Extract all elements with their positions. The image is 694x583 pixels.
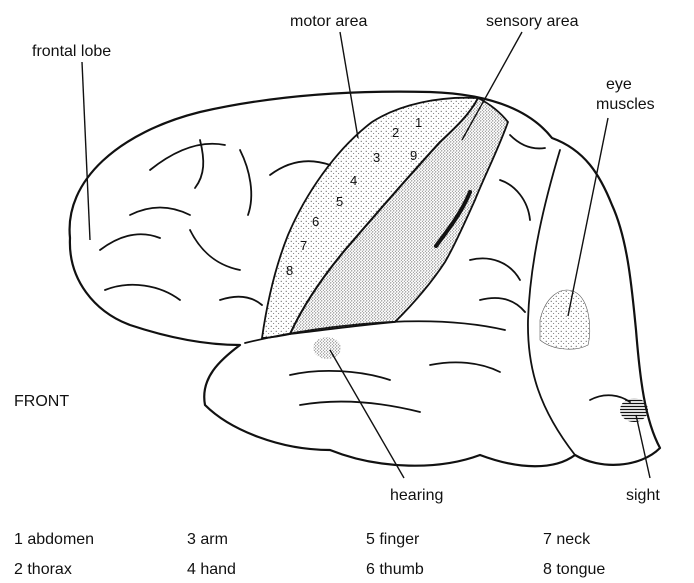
legend-part: hand — [200, 561, 236, 578]
legend-part: thorax — [27, 561, 71, 578]
legend-item-6: 6 thumb — [366, 560, 424, 580]
sight-leader — [636, 415, 650, 478]
frontal-lobe-leader — [82, 62, 90, 240]
legend-part: arm — [200, 531, 228, 548]
legend-number: 5 — [366, 531, 375, 548]
eye-muscles-region — [540, 290, 590, 349]
motor-number-2: 2 — [392, 125, 399, 140]
motor-area-label: motor area — [290, 13, 367, 30]
legend-number: 6 — [366, 561, 375, 578]
motor-number-7: 7 — [300, 238, 307, 253]
hearing-region — [313, 337, 341, 359]
legend-part: abdomen — [27, 531, 94, 548]
frontal-lobe-label: frontal lobe — [32, 43, 111, 60]
motor-area-leader — [340, 32, 358, 138]
hearing-label: hearing — [390, 487, 443, 504]
legend-number: 1 — [14, 531, 23, 548]
sight-label: sight — [626, 487, 660, 504]
legend-item-7: 7 neck — [543, 530, 590, 550]
legend-number: 7 — [543, 531, 552, 548]
brain-diagram: 1 2 3 4 5 6 7 8 9 frontal lobe motor are… — [0, 0, 694, 518]
motor-number-6: 6 — [312, 214, 319, 229]
legend: 1 abdomen 2 thorax 3 arm 4 hand 5 finger… — [0, 518, 694, 582]
eye-muscles-label-line2: muscles — [596, 96, 655, 113]
motor-number-8: 8 — [286, 263, 293, 278]
front-label: FRONT — [14, 393, 69, 410]
motor-number-3: 3 — [373, 150, 380, 165]
motor-number-1: 1 — [415, 115, 422, 130]
legend-part: thumb — [379, 561, 423, 578]
legend-part: tongue — [556, 561, 605, 578]
legend-item-4: 4 hand — [187, 560, 236, 580]
legend-item-3: 3 arm — [187, 530, 228, 550]
motor-number-5: 5 — [336, 194, 343, 209]
legend-number: 3 — [187, 531, 196, 548]
sensory-area-label: sensory area — [486, 13, 579, 30]
hearing-leader — [330, 350, 404, 478]
sight-region — [620, 398, 648, 422]
legend-part: neck — [556, 531, 590, 548]
legend-item-5: 5 finger — [366, 530, 419, 550]
motor-number-4: 4 — [350, 173, 357, 188]
legend-item-8: 8 tongue — [543, 560, 605, 580]
legend-part: finger — [379, 531, 419, 548]
legend-number: 4 — [187, 561, 196, 578]
motor-number-9: 9 — [410, 148, 417, 163]
legend-number: 2 — [14, 561, 23, 578]
eye-muscles-label-line1: eye — [606, 76, 632, 93]
legend-item-1: 1 abdomen — [14, 530, 94, 550]
legend-item-2: 2 thorax — [14, 560, 72, 580]
eye-muscles-leader — [568, 118, 608, 316]
legend-number: 8 — [543, 561, 552, 578]
